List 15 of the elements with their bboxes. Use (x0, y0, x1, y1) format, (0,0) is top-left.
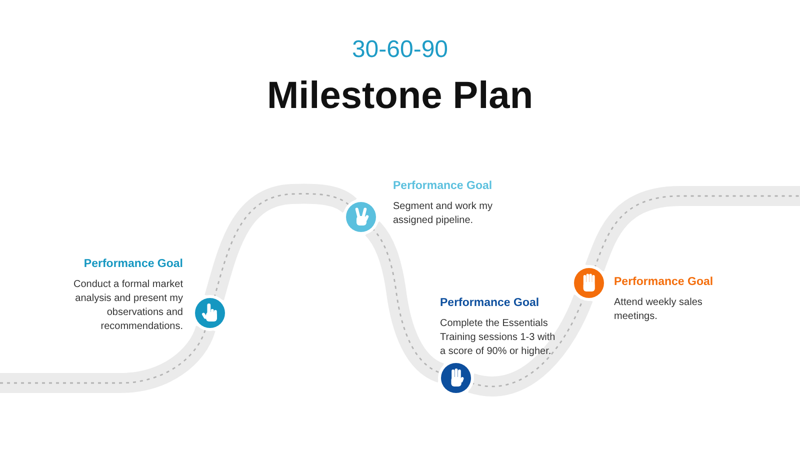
goal-heading: Performance Goal (84, 257, 183, 271)
road-segment (204, 184, 356, 300)
goal-description: Attend weekly sales meetings. (614, 296, 704, 324)
page-title: Milestone Plan (266, 74, 534, 118)
road-segment (585, 186, 800, 272)
goal-heading: Performance Goal (614, 275, 714, 289)
road-segment (364, 222, 445, 382)
road-segment (469, 294, 593, 396)
road-segment (0, 325, 216, 393)
goal-description: Conduct a formal market analysis and present my observations and recommendations. (72, 278, 183, 334)
goal-description: Complete the Essentials Training sessions 1-3 with a score of 90% or higher. (440, 317, 556, 359)
goal-heading: Performance Goal (440, 296, 540, 310)
goal-description: Segment and work my assigned pipeline. (393, 200, 494, 228)
subtitle: 30-60-90 (352, 36, 448, 64)
goal-heading: Performance Goal (393, 179, 492, 193)
